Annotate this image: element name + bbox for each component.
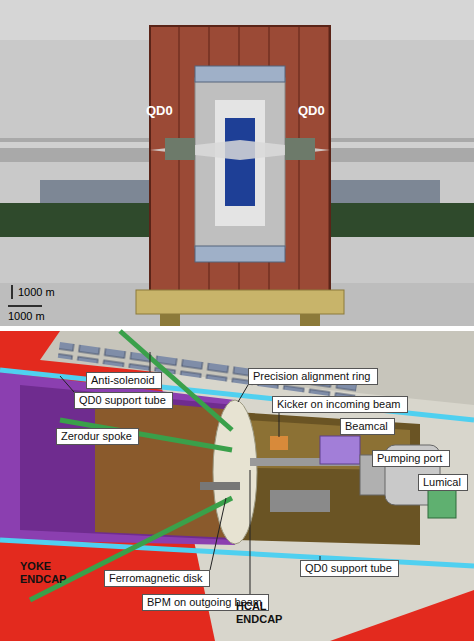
callout-text: QD0 support tube [305, 562, 394, 575]
callout-text: Ferromagnetic disk [109, 572, 205, 585]
magnet-label: QD0 [298, 104, 325, 117]
callout-box: Zerodur spoke [56, 428, 139, 445]
scale-label: 1000 m [8, 310, 45, 323]
callout-box: Precision alignment ring [248, 368, 378, 385]
callout-box: Anti-solenoid [86, 372, 162, 389]
leader-line [279, 413, 280, 437]
leader-line [250, 470, 251, 594]
region-label: YOKE ENDCAP [20, 560, 76, 586]
callout-box: Ferromagnetic disk [104, 570, 210, 587]
callout-text: Kicker on incoming beam [277, 398, 403, 411]
leader-line [210, 498, 226, 570]
callout-text: Beamcal [345, 420, 390, 433]
bottom-cutaway [0, 331, 474, 641]
callout-text: Zerodur spoke [61, 430, 134, 443]
callout-box: QD0 support tube [300, 560, 399, 577]
callout-box: Pumping port [372, 450, 450, 467]
callout-text: Precision alignment ring [253, 370, 373, 383]
leader-line [60, 376, 74, 392]
callout-box: Kicker on incoming beam [272, 396, 408, 413]
region-label: HCAL ENDCAP [236, 600, 292, 626]
callout-text: Lumical [423, 476, 463, 489]
magnet-label: QD0 [146, 104, 173, 117]
leader-line [150, 352, 151, 372]
leader-line [238, 385, 248, 402]
callout-box: Beamcal [340, 418, 395, 435]
callout-box: QD0 support tube [74, 392, 173, 409]
callout-text: QD0 support tube [79, 394, 168, 407]
top-render [0, 0, 474, 326]
callout-box: Lumical [418, 474, 468, 491]
scale-label: 1000 m [18, 286, 55, 299]
callout-text: Pumping port [377, 452, 445, 465]
callout-text: Anti-solenoid [91, 374, 157, 387]
